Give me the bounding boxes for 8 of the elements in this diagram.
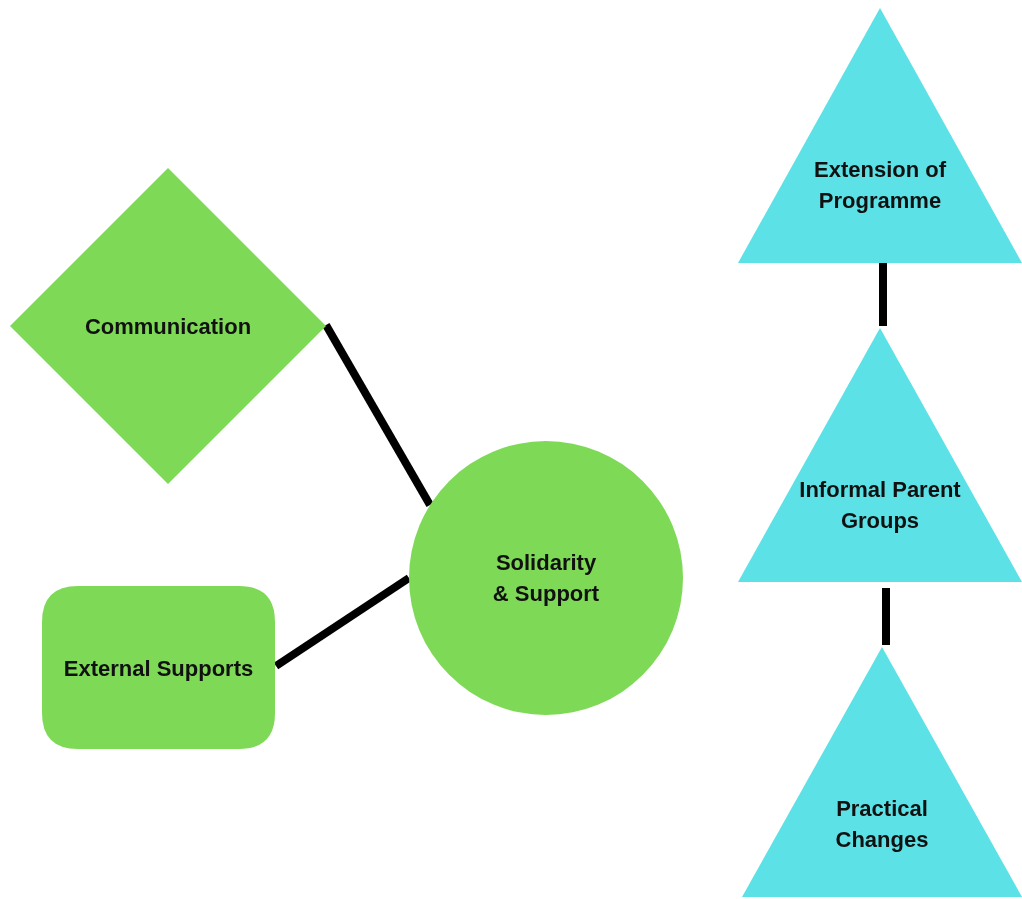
connector-line [879, 263, 887, 326]
node-label: External Supports [62, 654, 255, 683]
node-label: Communication [83, 312, 253, 341]
node-label: Solidarity & Support [491, 549, 601, 608]
connector-line [322, 323, 434, 507]
node-label: Informal Parent Groups [798, 476, 962, 535]
node-label: Practical Changes [834, 795, 930, 854]
node-label: Extension of Programme [813, 156, 947, 215]
